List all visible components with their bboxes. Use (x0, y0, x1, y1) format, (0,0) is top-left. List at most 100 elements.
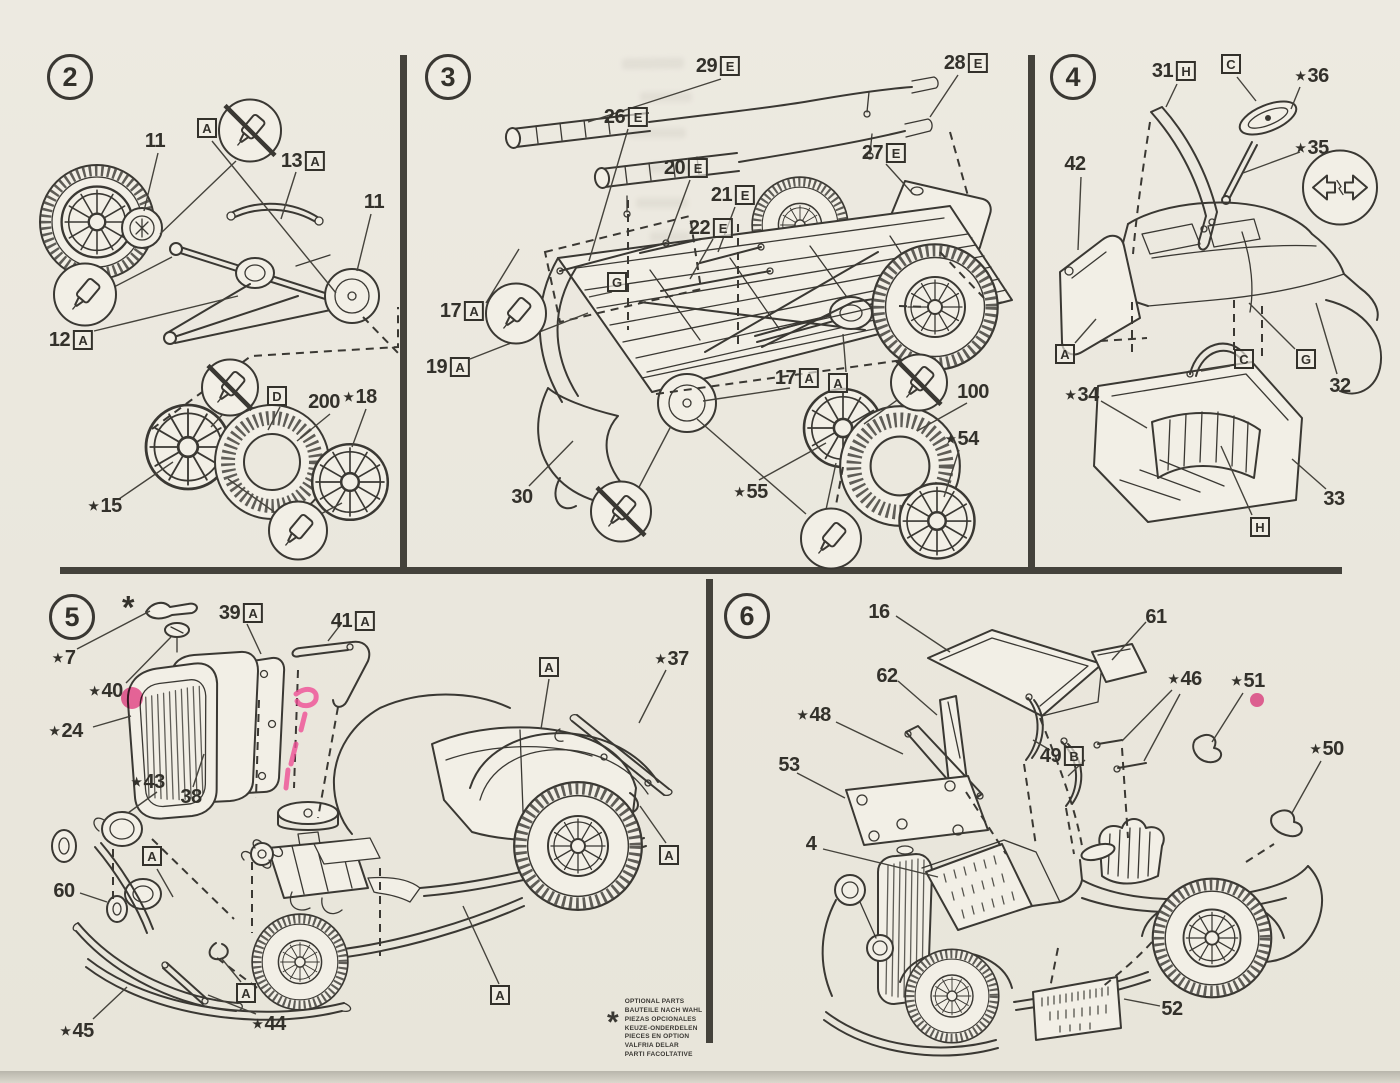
part-number: 32 (1329, 375, 1351, 397)
sprue-letter-box: E (720, 56, 741, 76)
no-glue-icon (216, 97, 284, 170)
star-icon: ★ (1295, 69, 1306, 83)
print-bleedthrough (636, 198, 688, 208)
star-icon: ★ (1065, 388, 1076, 402)
part-number: 29 (695, 55, 718, 77)
part-number: 12 (48, 329, 71, 351)
part-label-star-35: ★35 (1295, 138, 1329, 158)
legend-line: PIEZAS OPCIONALES (624, 1015, 697, 1023)
glue-icon (798, 506, 864, 577)
part-label-11: 11 (363, 191, 385, 213)
part-label-52: 52 (1161, 998, 1183, 1020)
part-label-62: 62 (876, 666, 898, 686)
legend-line: OPTIONAL PARTS (624, 998, 685, 1006)
part-label-C: C (1221, 54, 1241, 74)
pink-marker-dot (121, 687, 143, 709)
part-label-star-37: ★37 (655, 649, 689, 669)
part-label-11: 11 (144, 130, 166, 152)
sprue-letter-box: D (267, 386, 287, 406)
star-icon: ★ (1310, 742, 1321, 756)
part-label-star-51: ★51 (1231, 671, 1265, 691)
star-icon: ★ (1231, 674, 1242, 688)
pink-marker-squiggle (283, 686, 319, 791)
part-number: 26 (603, 106, 626, 128)
star-icon: ★ (945, 432, 956, 446)
part-number: 41 (330, 610, 353, 632)
sprue-letter-box: A (464, 301, 485, 321)
sprue-letter-box: E (628, 107, 649, 127)
part-label-C: C (1234, 349, 1254, 369)
part-number: 17 (439, 300, 462, 322)
step4-illustration (1059, 76, 1382, 523)
part-label-A: A (236, 983, 256, 1003)
part-label-star-45: ★45 (60, 1021, 94, 1041)
part-label-star-44: ★44 (252, 1014, 286, 1034)
star-icon: ★ (1295, 141, 1306, 155)
part-number: 46 (1180, 668, 1203, 690)
part-label-A: A (1055, 344, 1075, 364)
part-label-H: H (1250, 517, 1270, 537)
part-number: * (122, 589, 134, 626)
sprue-letter-box: G (1296, 349, 1316, 369)
sprue-letter-box: A (490, 985, 510, 1005)
part-number: 4 (805, 833, 817, 855)
sprue-letter-box: A (236, 983, 256, 1003)
panel-divider (60, 567, 1342, 574)
sprue-letter-box: E (968, 53, 989, 73)
no-glue-icon (199, 357, 261, 424)
part-number: 17 (774, 367, 797, 389)
part-number: 38 (180, 786, 202, 808)
star-icon: ★ (655, 652, 666, 666)
sprue-letter-box: A (305, 151, 326, 171)
part-label-*: * (122, 589, 134, 626)
step5-illustration (51, 601, 673, 1021)
part-number: 18 (355, 386, 378, 408)
part-label-33: 33 (1323, 489, 1345, 509)
sprue-letter-box: A (1055, 344, 1075, 364)
print-bleedthrough (650, 232, 690, 242)
print-bleedthrough (628, 128, 686, 138)
legend-line: VALFRIA DELAR (624, 1042, 679, 1050)
legend-line: BAUTEILE NACH WAHL (624, 1006, 703, 1014)
star-icon: ★ (1168, 672, 1179, 686)
part-label-A: A (197, 118, 217, 138)
part-number: 11 (144, 130, 166, 152)
step-4-badge: 4 (1050, 54, 1096, 100)
part-number: 13 (280, 150, 303, 172)
part-label-A: A (659, 845, 679, 865)
press-fit-icon (1300, 148, 1380, 233)
star-icon: ★ (734, 485, 745, 499)
star-icon: ★ (88, 499, 99, 513)
panel-divider (400, 55, 407, 567)
part-label-A: A (142, 846, 162, 866)
glue-icon (51, 261, 119, 334)
part-number: 45 (72, 1020, 95, 1042)
part-label-53: 53 (778, 755, 800, 775)
part-number: 21 (710, 184, 733, 206)
star-icon: ★ (60, 1024, 71, 1038)
part-label-42: 42 (1064, 154, 1086, 174)
part-label-16: 16 (868, 602, 890, 622)
part-label-100: 100 (957, 382, 989, 402)
part-label-star-24: ★24 (49, 721, 83, 741)
part-label-star-15: ★15 (88, 496, 122, 516)
part-label-star-46: ★46 (1168, 669, 1202, 689)
part-number: 19 (425, 356, 448, 378)
part-number: 36 (1307, 65, 1330, 87)
step-2-badge: 2 (47, 54, 93, 100)
glue-icon (483, 281, 549, 352)
part-label-38: 38 (180, 786, 202, 808)
part-number: 52 (1161, 998, 1183, 1020)
part-number: 11 (363, 191, 385, 213)
legend-line: PARTI FACOLTATIVE (624, 1050, 693, 1058)
part-label-60: 60 (53, 881, 75, 901)
sprue-letter-box: C (1221, 54, 1241, 74)
